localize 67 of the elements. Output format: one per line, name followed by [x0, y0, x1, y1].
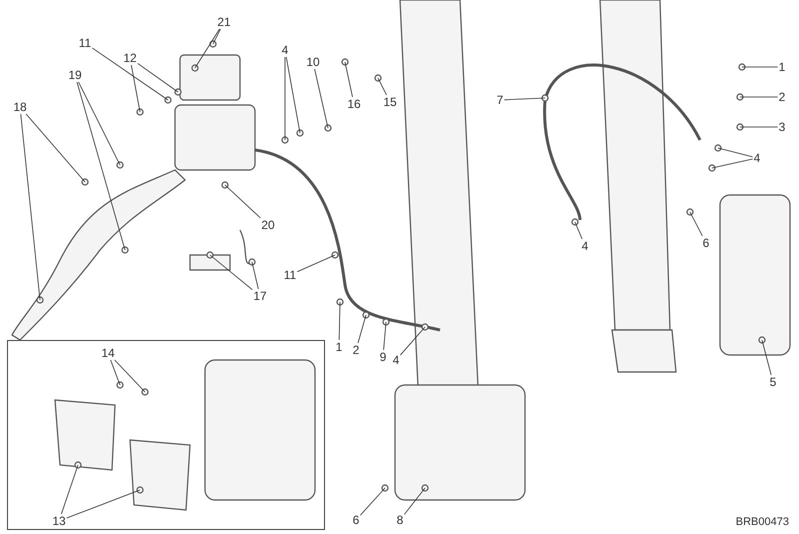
leader-line: [76, 82, 126, 250]
leader-line: [26, 114, 86, 182]
callout-number: 21: [216, 15, 232, 29]
leader-line: [740, 96, 778, 98]
callout-number: 16: [346, 97, 362, 111]
leader-line: [383, 322, 386, 350]
callout-number: 18: [12, 100, 28, 114]
leader-line: [210, 254, 253, 290]
leader-line: [358, 314, 366, 344]
callout-number: 4: [580, 239, 590, 253]
leader-line: [296, 254, 336, 272]
callout-number: 8: [396, 513, 404, 527]
callout-number: 3: [778, 120, 786, 134]
leader-line: [224, 184, 261, 218]
leader-line: [712, 158, 754, 168]
callout-number: 7: [496, 93, 504, 107]
leader-line: [762, 340, 772, 376]
leader-line: [66, 490, 140, 518]
callout-number: 20: [260, 218, 276, 232]
callout-number: 10: [305, 55, 321, 69]
leader-line: [110, 360, 120, 386]
callout-number: 14: [100, 346, 116, 360]
callout-number: 12: [122, 51, 138, 65]
leader-line: [690, 212, 703, 236]
leader-line: [92, 48, 168, 100]
leader-line: [314, 68, 328, 128]
detail-view-frame: [7, 340, 325, 530]
leader-line: [718, 148, 754, 158]
callout-number: 4: [392, 353, 400, 367]
callout-number: 6: [702, 236, 710, 250]
callout-number: 5: [768, 375, 778, 389]
callout-number: 2: [352, 343, 360, 357]
leader-line: [400, 326, 426, 356]
callout-number: 19: [67, 68, 83, 82]
leader-line: [20, 114, 40, 300]
leader-line: [360, 488, 386, 516]
leader-line: [194, 28, 220, 68]
leader-line: [504, 98, 546, 100]
leader-line: [284, 56, 286, 140]
drawing-code: BRB00473: [736, 516, 789, 528]
leader-line: [378, 78, 387, 96]
leader-line: [574, 222, 582, 240]
callout-number: 17: [252, 289, 268, 303]
callout-number: 1: [334, 340, 344, 354]
callout-number: 15: [382, 95, 398, 109]
leader-line: [60, 464, 78, 514]
leader-line: [344, 62, 353, 98]
callout-number: 13: [51, 514, 67, 528]
callout-number: 1: [778, 60, 786, 74]
leader-line: [114, 360, 146, 392]
leader-line: [740, 126, 778, 128]
leader-line: [78, 82, 120, 166]
leader-line: [742, 66, 778, 68]
callout-number: 4: [752, 151, 762, 165]
leader-line: [212, 28, 221, 44]
callout-number: 6: [352, 513, 360, 527]
leader-line: [338, 302, 340, 340]
leader-line: [130, 64, 140, 112]
callout-number: 9: [378, 350, 388, 364]
callout-number: 11: [282, 268, 298, 282]
leader-line: [137, 63, 178, 92]
leader-line: [252, 262, 259, 290]
leader-line: [286, 56, 300, 134]
callout-number: 11: [78, 36, 92, 50]
leader-line: [404, 488, 426, 515]
callout-number: 4: [280, 43, 290, 57]
callout-number: 2: [778, 90, 786, 104]
